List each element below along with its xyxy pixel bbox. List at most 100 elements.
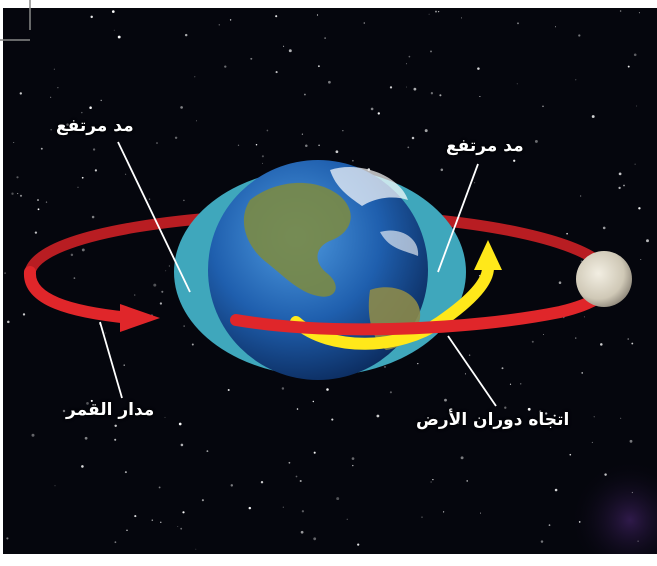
star <box>161 290 164 293</box>
star <box>435 10 437 13</box>
star <box>296 408 299 410</box>
star <box>428 13 430 15</box>
star <box>300 530 304 534</box>
star <box>460 17 463 19</box>
star <box>352 159 354 162</box>
star <box>133 294 136 296</box>
star <box>444 398 447 402</box>
bottom-margin <box>0 554 657 562</box>
star <box>227 388 230 392</box>
star <box>620 417 622 419</box>
star <box>520 383 522 385</box>
star <box>627 338 629 340</box>
star <box>305 144 308 147</box>
star <box>509 383 512 385</box>
star <box>248 506 252 510</box>
star <box>165 270 167 272</box>
star <box>439 94 442 97</box>
star <box>237 144 240 146</box>
star <box>117 35 121 39</box>
star <box>180 527 183 530</box>
star <box>158 486 161 489</box>
star <box>618 172 622 176</box>
star <box>125 173 127 175</box>
star <box>194 76 196 78</box>
star <box>504 406 507 409</box>
star <box>618 186 621 190</box>
star <box>84 436 88 440</box>
star <box>619 10 622 12</box>
star <box>57 87 59 89</box>
star <box>191 343 194 346</box>
star <box>593 416 595 418</box>
star <box>283 45 285 47</box>
star <box>580 260 583 263</box>
star <box>178 422 182 426</box>
earth-clouds <box>330 166 408 206</box>
star <box>555 26 557 28</box>
star <box>352 464 354 467</box>
star <box>513 159 516 162</box>
star <box>516 83 518 85</box>
star <box>180 106 183 109</box>
star <box>591 441 593 443</box>
star <box>553 414 556 417</box>
earth-continent <box>243 182 351 297</box>
star <box>100 99 102 102</box>
star <box>376 414 380 418</box>
star <box>331 418 334 421</box>
star <box>19 194 23 197</box>
star <box>182 511 185 514</box>
orbit-arrowhead <box>120 304 160 332</box>
star <box>316 14 319 16</box>
star <box>114 541 117 544</box>
star <box>50 129 52 131</box>
star <box>4 272 6 274</box>
star <box>301 510 305 513</box>
star <box>303 93 306 96</box>
star <box>633 53 637 57</box>
star <box>351 457 355 460</box>
star <box>50 96 52 98</box>
star <box>62 409 66 413</box>
star <box>114 438 117 441</box>
star <box>575 337 577 339</box>
star <box>299 479 302 483</box>
star <box>406 63 407 65</box>
star <box>591 115 595 118</box>
star <box>168 265 170 267</box>
star <box>153 283 157 287</box>
star <box>54 485 56 487</box>
star <box>581 372 583 374</box>
star <box>90 399 93 402</box>
star <box>460 456 464 460</box>
star <box>437 10 440 13</box>
star <box>81 465 84 468</box>
star <box>40 147 43 150</box>
star <box>164 416 166 418</box>
star <box>440 168 444 172</box>
star <box>631 491 634 494</box>
star <box>548 524 551 526</box>
star <box>501 367 504 370</box>
star <box>184 33 188 37</box>
nebula-glow <box>570 460 657 566</box>
star <box>480 512 481 514</box>
star <box>346 518 348 520</box>
star <box>86 402 89 405</box>
star <box>389 391 392 394</box>
star <box>335 150 339 154</box>
star <box>539 410 542 413</box>
star <box>275 71 278 74</box>
star <box>201 499 204 502</box>
star <box>206 450 209 453</box>
star <box>638 12 640 14</box>
star <box>646 239 649 243</box>
star <box>31 433 35 437</box>
star <box>230 484 234 487</box>
star <box>384 365 386 368</box>
star <box>566 232 568 235</box>
star <box>313 451 316 454</box>
star <box>479 95 481 98</box>
